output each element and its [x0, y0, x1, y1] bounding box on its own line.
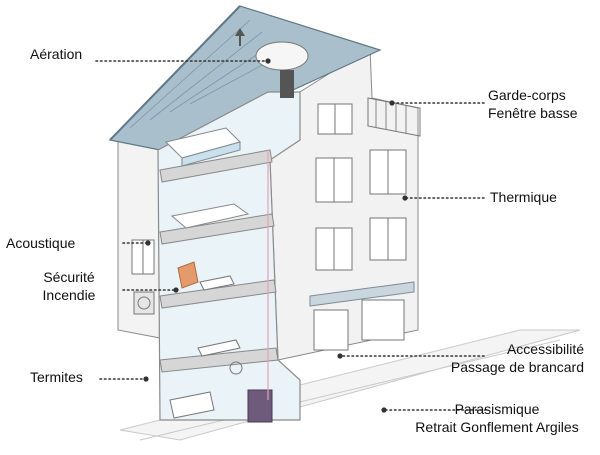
label-securite-line2: Incendie	[42, 287, 96, 303]
label-accessibilite-line1: Accessibilité	[506, 341, 584, 357]
right-facade	[267, 47, 421, 361]
label-termites: Termites	[30, 369, 83, 385]
label-parasismique-line1: Parasismique	[454, 401, 540, 417]
label-garde-corps: Garde-corps Fenêtre basse	[488, 86, 578, 122]
label-aeration: Aération	[30, 46, 83, 62]
label-parasismique-line2: Retrait Gonflement Argiles	[415, 419, 579, 435]
left-annex	[117, 139, 161, 339]
leader-lines	[95, 60, 487, 411]
label-parasismique: Parasismique Retrait Gonflement Argiles	[398, 400, 596, 436]
label-accessibilite: Accessibilité Passage de brancard	[420, 340, 584, 376]
roof	[108, 5, 382, 151]
label-garde-corps-line2: Fenêtre basse	[488, 105, 578, 121]
cutaway-interior	[157, 41, 309, 423]
label-thermique: Thermique	[490, 189, 557, 205]
label-accessibilite-line2: Passage de brancard	[450, 359, 584, 375]
label-securite-line1: Sécurité	[43, 269, 95, 285]
leader-dots	[143, 58, 408, 413]
label-garde-corps-line1: Garde-corps	[488, 87, 566, 103]
label-acoustique: Acoustique	[6, 235, 76, 251]
label-securite-incendie: Sécurité Incendie	[16, 268, 122, 304]
